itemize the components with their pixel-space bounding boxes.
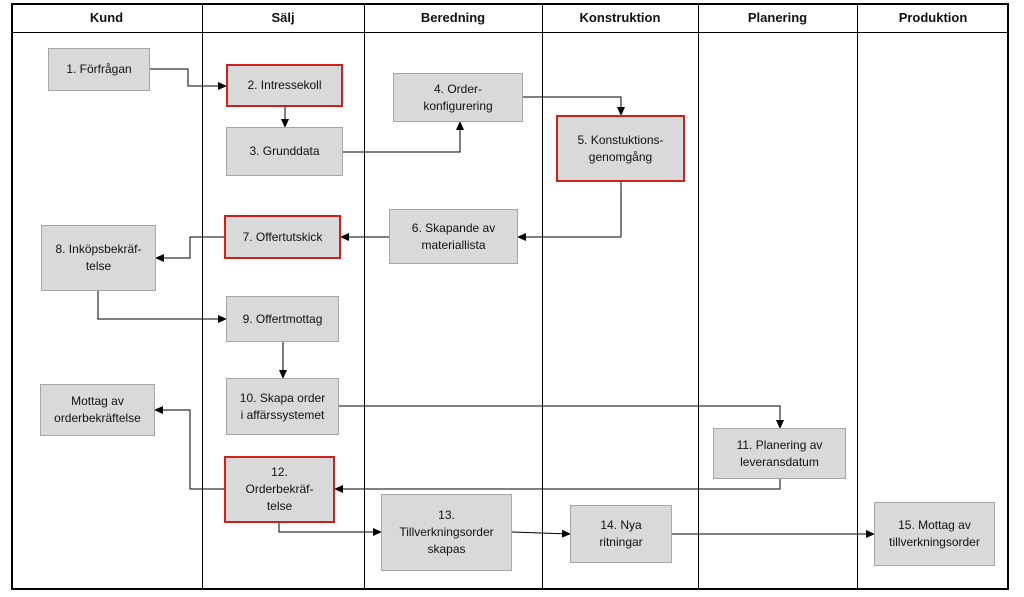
- step-7-box: 7. Offertutskick: [224, 215, 341, 259]
- header-divider: [11, 32, 1009, 33]
- step-9-box: 9. Offertmottag: [226, 296, 339, 342]
- lane-title-planering: Planering: [747, 10, 808, 25]
- arrow-5-to-6: [517, 182, 622, 241]
- step-15-box: 15. Mottag av tillverkningsorder: [874, 502, 995, 566]
- arrow-11-to-12: [334, 479, 781, 493]
- step-4-box: 4. Order- konfigurering: [393, 73, 523, 122]
- lane-divider: [542, 3, 543, 590]
- lane-title-produktion: Produktion: [898, 10, 968, 25]
- lane-title-salj: Sälj: [271, 10, 295, 25]
- step-14-box: 14. Nya ritningar: [570, 505, 672, 563]
- arrow-8-to-9: [97, 290, 227, 323]
- step-10-box: 10. Skapa order i affärssystemet: [226, 378, 339, 435]
- mottag-orderbekraftelse-box: Mottag av orderbekräftelse: [40, 384, 155, 436]
- step-12-box: 12. Orderbekräf- telse: [224, 456, 335, 523]
- step-3-box: 3. Grunddata: [226, 127, 343, 176]
- lane-divider: [202, 3, 203, 590]
- step-11-box: 11. Planering av leveransdatum: [713, 428, 846, 479]
- lane-divider: [857, 3, 858, 590]
- arrow-1-to-2: [150, 68, 227, 90]
- lane-divider: [364, 3, 365, 590]
- lane-title-kund: Kund: [89, 10, 124, 25]
- arrow-7-to-8: [155, 236, 224, 262]
- arrow-4-to-5: [523, 96, 625, 116]
- arrow-12-to-mottag: [154, 406, 224, 490]
- step-2-box: 2. Intressekoll: [226, 64, 343, 107]
- arrow-10-to-11: [339, 405, 784, 429]
- arrow-13-to-14: [511, 529, 571, 538]
- lane-title-beredning: Beredning: [420, 10, 486, 25]
- step-5-box: 5. Konstuktions- genomgång: [556, 115, 685, 182]
- step-6-box: 6. Skapande av materiallista: [389, 209, 518, 264]
- step-1-box: 1. Förfrågan: [48, 48, 150, 91]
- step-13-box: 13. Tillverkningsorder skapas: [381, 494, 512, 571]
- step-8-box: 8. Inköpsbekräf- telse: [41, 225, 156, 291]
- swimlane-frame: [11, 3, 1009, 590]
- lane-title-konstruktion: Konstruktion: [579, 10, 661, 25]
- arrow-12-to-13: [278, 523, 382, 536]
- arrow-3-to-4: [343, 121, 464, 153]
- lane-divider: [698, 3, 699, 590]
